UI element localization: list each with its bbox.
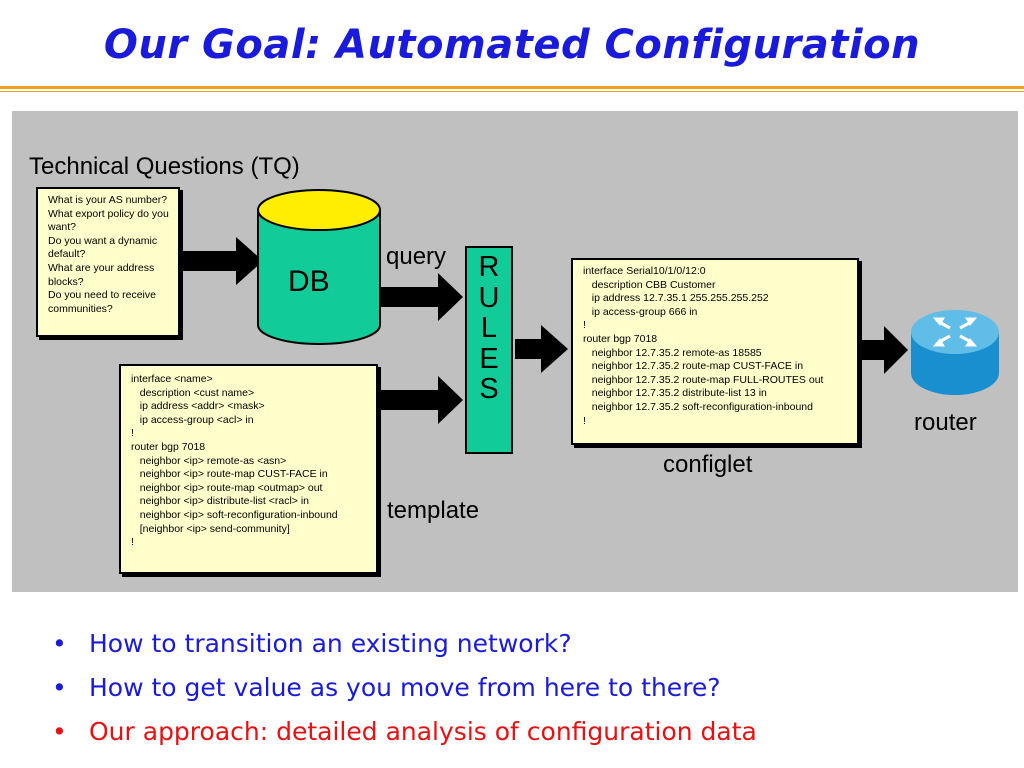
arrow-tq-to-db	[182, 237, 263, 285]
rules-letter: S	[479, 373, 499, 405]
rules-letter: E	[479, 342, 499, 375]
title-divider	[0, 86, 1024, 89]
rules-box: R U L E S	[465, 246, 513, 454]
slide-title: Our Goal: Automated Configuration	[103, 22, 921, 68]
template-label: template	[387, 497, 480, 524]
bullet-marker: •	[52, 629, 67, 658]
bullet-item: • How to get value as you move from here…	[52, 666, 721, 710]
rules-letter: U	[478, 281, 500, 314]
bullet-text: Our approach: detailed analysis of confi…	[89, 717, 757, 746]
bullet-list: • How to transition an existing network?…	[52, 622, 757, 754]
bullet-text: How to get value as you move from here t…	[89, 673, 721, 702]
database-icon	[257, 189, 381, 345]
tq-line: Do you want a dynamic default?	[48, 234, 158, 261]
bullet-marker: •	[52, 673, 67, 702]
template-box: interface <name> description <cust name>…	[119, 364, 378, 574]
configlet-label: configlet	[663, 451, 753, 478]
tq-heading: Technical Questions (TQ)	[29, 153, 300, 180]
db-label: DB	[288, 265, 330, 298]
bullet-text: How to transition an existing network?	[89, 629, 572, 658]
arrow-template-to-rules	[380, 376, 463, 424]
rules-letter: L	[480, 312, 498, 344]
title-divider-thin	[0, 91, 1024, 92]
rules-letter: R	[478, 251, 500, 283]
technical-questions-box: What is your AS number? What export poli…	[36, 187, 180, 337]
tq-line: What are your address blocks?	[48, 261, 155, 288]
router-icon	[911, 310, 999, 395]
arrow-configlet-to-router	[862, 326, 908, 374]
bullet-marker: •	[52, 717, 67, 746]
bullet-item-highlight: • Our approach: detailed analysis of con…	[52, 710, 757, 754]
configlet-box: interface Serial10/1/0/12:0 description …	[571, 258, 859, 445]
query-label: query	[386, 243, 447, 270]
tq-line: What is your AS number?	[48, 194, 168, 206]
arrow-rules-to-configlet	[515, 325, 568, 373]
router-label: router	[914, 409, 977, 436]
bullet-item: • How to transition an existing network?	[52, 622, 720, 666]
tq-line: What export policy do you want?	[48, 207, 169, 234]
arrow-db-to-rules	[380, 273, 463, 321]
tq-line: Do you need to receive communities?	[48, 289, 156, 315]
